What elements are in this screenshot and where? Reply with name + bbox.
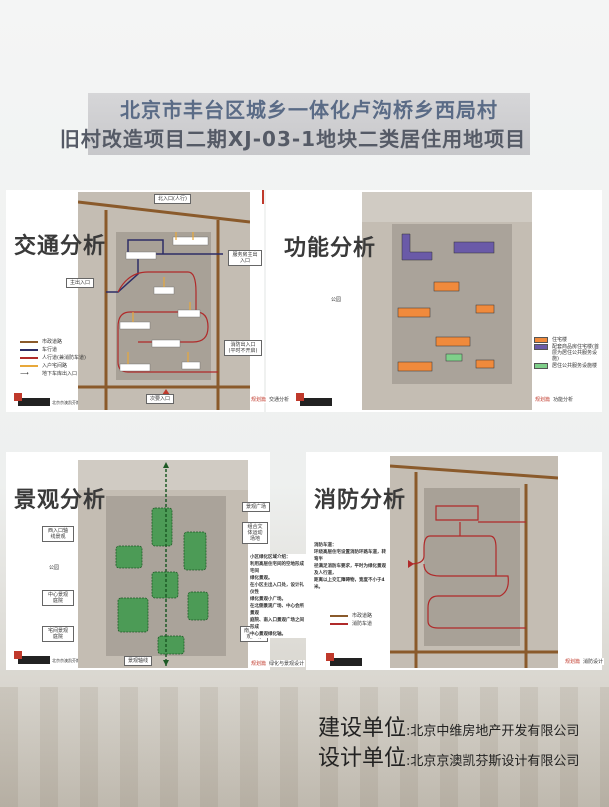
panel-title: 交通分析 bbox=[14, 234, 107, 259]
callout-east-entrance: 服务房主出入口 bbox=[228, 250, 262, 266]
legend-item: 居住公共服务设施楼 bbox=[534, 362, 600, 370]
legend-swatch bbox=[20, 341, 38, 343]
company-logo bbox=[296, 393, 332, 406]
legend-label: 车行道 bbox=[42, 347, 58, 353]
legend-swatch bbox=[330, 615, 348, 617]
park-label: 公园 bbox=[48, 564, 61, 571]
builder-line: 建设单位:北京中维房地产开发有限公司 bbox=[318, 710, 579, 742]
legend-item: 市政道路 bbox=[330, 612, 372, 620]
legend-item: 市政道路 bbox=[20, 338, 86, 346]
legend-swatch bbox=[534, 337, 548, 343]
legend-label: 住宅楼 bbox=[552, 337, 568, 343]
legend-item: ⟶ 地下车库出入口 bbox=[20, 370, 86, 378]
callout-courtyard: 宅间景观庭院 bbox=[42, 626, 74, 642]
legend-item: 入户宅间路 bbox=[20, 362, 86, 370]
site-plan-map bbox=[78, 192, 250, 410]
company-logo bbox=[14, 651, 50, 664]
legend-item: 消防车道 bbox=[330, 620, 372, 628]
colon: : bbox=[406, 724, 411, 739]
legend-label: 消防车道 bbox=[352, 621, 373, 627]
callout-south-entrance: 次要入口 bbox=[146, 394, 175, 404]
callout-sports-area: 组合文体运动场地 bbox=[242, 522, 268, 544]
callout-landscape-plaza: 景观广场 bbox=[242, 502, 271, 512]
page-title: 北京市丰台区城乡一体化卢沟桥乡西局村 旧村改造项目二期XJ-03-1地块二类居住… bbox=[60, 93, 530, 155]
section-label-landscape: 规划篇绿化与景观设计 bbox=[250, 660, 306, 667]
legend-item: 人行道(兼消防车道) bbox=[20, 354, 86, 362]
legend-swatch bbox=[20, 365, 38, 367]
site-plan-map bbox=[390, 456, 558, 668]
panel-title: 消防分析 bbox=[314, 488, 407, 513]
city-skyline-background bbox=[0, 687, 609, 807]
callout-fire-entrance: 消防出入口(平时不开启) bbox=[224, 340, 262, 356]
designer-name: 北京京澳凯芬斯设计有限公司 bbox=[410, 754, 580, 769]
landscape-analysis-panel: 景观分析 公园 景观广场 组合文体运动场地 西入口轴线景观 中心景观庭院 宅间景… bbox=[6, 452, 306, 670]
site-plan-map bbox=[362, 192, 532, 410]
legend-label: 人行道(兼消防车道) bbox=[42, 355, 86, 361]
legend-item: 车行道 bbox=[20, 346, 86, 354]
fire-legend: 市政道路 消防车道 bbox=[330, 612, 372, 628]
traffic-legend: 市政道路 车行道 人行道(兼消防车道) 入户宅间路 ⟶ 地下车库出入口 bbox=[20, 338, 86, 378]
legend-swatch bbox=[534, 363, 548, 369]
callout-center-courtyard: 中心景观庭院 bbox=[42, 590, 74, 606]
legend-item: 住宅楼 bbox=[534, 336, 600, 344]
section-label-traffic: 规划篇交通分析 bbox=[250, 396, 291, 403]
callout-west-axis: 西入口轴线景观 bbox=[42, 526, 74, 542]
builder-name: 北京中维房地产开发有限公司 bbox=[410, 724, 580, 739]
legend-swatch bbox=[20, 349, 38, 351]
section-label-fire: 规划篇消防设计 bbox=[564, 658, 605, 665]
function-legend: 住宅楼 配套商品房住宅楼(首层为居住公共服务设施) 居住公共服务设施楼 bbox=[534, 336, 600, 370]
panel-title: 功能分析 bbox=[284, 236, 377, 261]
site-plan-map bbox=[78, 460, 248, 668]
legend-label: 入户宅间路 bbox=[42, 363, 68, 369]
company-logo bbox=[14, 393, 50, 406]
legend-label: 配套商品房住宅楼(首层为居住公共服务设施) bbox=[552, 344, 599, 362]
colon: : bbox=[406, 754, 411, 769]
park-label: 公园 bbox=[330, 296, 343, 303]
legend-swatch bbox=[534, 344, 548, 350]
landscape-note: 小区绿化区域介绍：利用高层住宅间的空地形成宅间绿化景观。在小区主出入口处，设计礼… bbox=[250, 554, 306, 638]
callout-west-entrance: 主出入口 bbox=[66, 278, 95, 288]
panel-title: 景观分析 bbox=[14, 488, 107, 513]
traffic-analysis-panel: 交通分析 北入口(人行) 服务房主出入口 主出入口 消防出入口(平时不开启) 次… bbox=[6, 190, 264, 412]
legend-item: 配套商品房住宅楼(首层为居住公共服务设施) bbox=[534, 344, 600, 362]
company-logo bbox=[326, 653, 362, 666]
legend-label: 居住公共服务设施楼 bbox=[552, 363, 598, 369]
legend-swatch bbox=[330, 623, 348, 625]
fire-analysis-panel: 消防分析 消防车道：环绕高层住宅设置消防环路车道，转弯半径满足消防车要求，平时为… bbox=[306, 452, 605, 670]
legend-swatch bbox=[20, 357, 38, 359]
fire-lane-note: 消防车道：环绕高层住宅设置消防环路车道，转弯半径满足消防车要求，平时为绿化景观及… bbox=[314, 543, 386, 590]
divider bbox=[262, 190, 264, 204]
title-line-1: 北京市丰台区城乡一体化卢沟桥乡西局村 bbox=[120, 98, 498, 122]
arrow-icon: ⟶ bbox=[20, 370, 29, 377]
title-line-2: 旧村改造项目二期XJ-03-1地块二类居住用地项目 bbox=[59, 127, 527, 151]
legend-label: 地下车库出入口 bbox=[42, 371, 78, 377]
section-label-function: 规划篇功能分析 bbox=[534, 396, 575, 403]
designer-label: 设计单位 bbox=[318, 746, 407, 771]
designer-line: 设计单位:北京京澳凯芬斯设计有限公司 bbox=[318, 740, 579, 772]
callout-axis: 景观轴线 bbox=[124, 656, 153, 666]
legend-label: 市政道路 bbox=[352, 613, 373, 619]
function-analysis-panel: 功能分析 公园 住宅楼 配套商品房住宅楼(首层为居住公共服务设施) 居住公共服务… bbox=[266, 190, 602, 412]
callout-north-entrance: 北入口(人行) bbox=[154, 194, 191, 204]
builder-label: 建设单位 bbox=[318, 716, 407, 741]
legend-label: 市政道路 bbox=[42, 339, 63, 345]
